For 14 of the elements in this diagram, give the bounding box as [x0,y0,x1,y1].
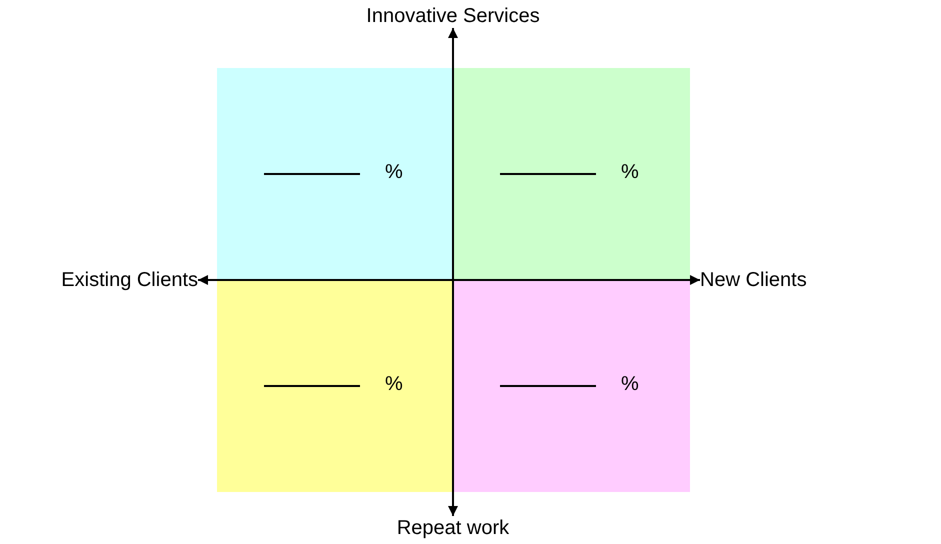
quadrant-panel [453,280,690,492]
axis-label: Innovative Services [366,4,540,28]
percent-sign: % [621,160,639,184]
double-arrow [198,275,700,285]
axis-label: Existing Clients [61,268,198,292]
axis-label: New Clients [700,268,807,292]
percent-sign: % [385,372,403,396]
quadrant-panel [453,68,690,280]
axis-label: Repeat work [396,516,510,540]
percent-sign: % [621,372,639,396]
quadrant-panel [217,280,454,492]
percent-sign: % [385,160,403,184]
double-arrow [448,28,458,516]
quadrant-panel [217,68,454,280]
